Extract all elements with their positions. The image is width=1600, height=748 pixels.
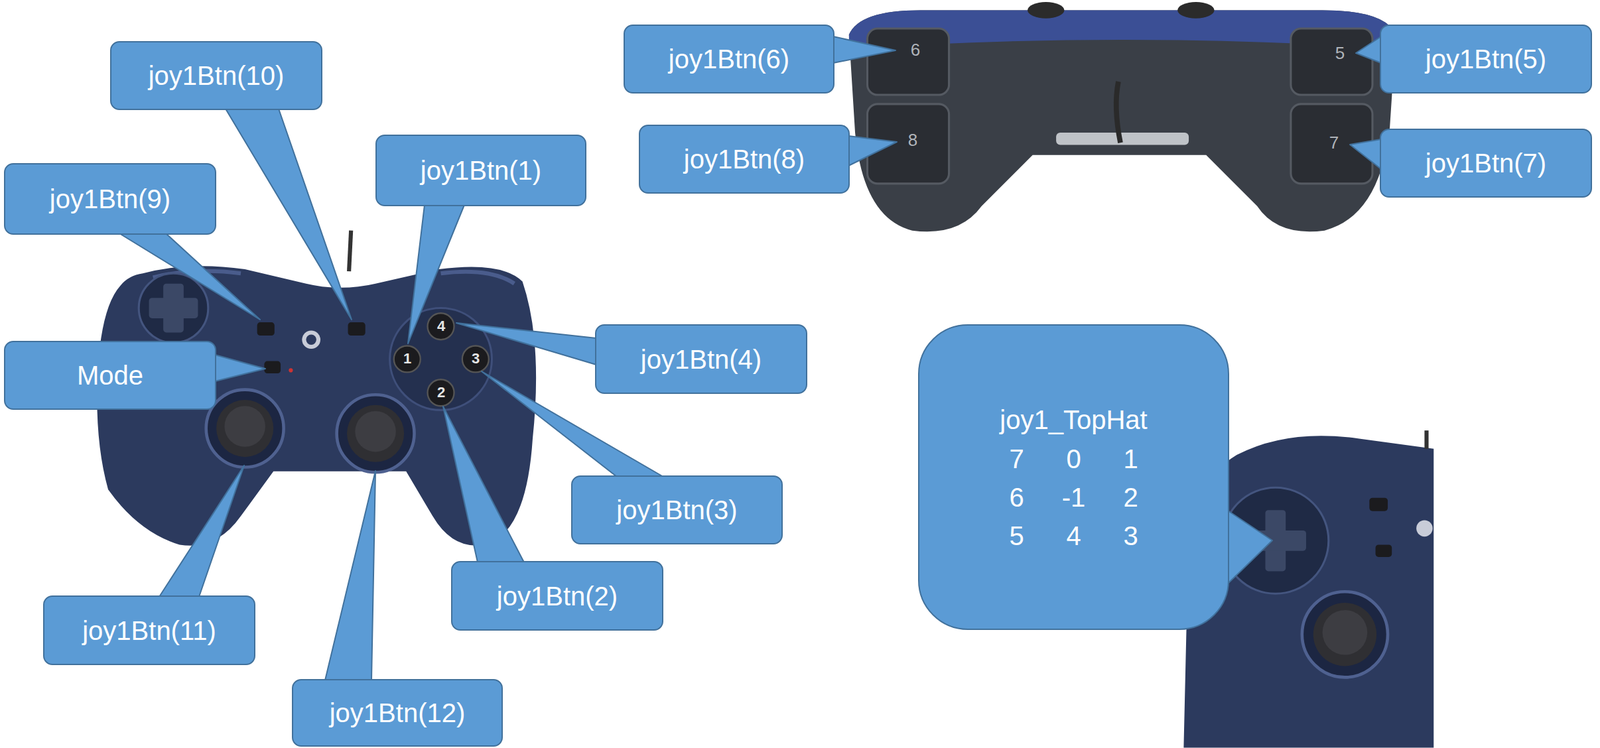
callout-content: joy1Btn(2): [496, 580, 618, 613]
callout-box: joy1Btn(11): [43, 595, 256, 666]
callout-box: joy1Btn(12): [291, 679, 503, 747]
direction-grid: 701 6-12 543: [988, 439, 1160, 556]
callout-content: joy1Btn(3): [616, 494, 737, 527]
direction-value: 4: [1045, 516, 1103, 556]
callout-content: joy1Btn(8): [683, 143, 805, 176]
tophat-callout: joy1_TopHat701 6-12 543: [918, 324, 1230, 631]
callout-text: joy1Btn(4): [640, 343, 762, 376]
callout-text: joy1Btn(5): [1425, 43, 1547, 75]
callout-text: joy1Btn(8): [683, 143, 805, 176]
trigger-number: 7: [1329, 133, 1339, 152]
callout-text: joy1Btn(9): [49, 183, 171, 215]
button-number: 1: [403, 351, 412, 367]
callout-content: joy1Btn(10): [148, 59, 285, 92]
direction-value: -1: [1045, 478, 1103, 517]
direction-value: 2: [1102, 478, 1160, 517]
callout-box: joy1Btn(5): [1379, 24, 1593, 94]
callout-tails: [119, 36, 1382, 681]
direction-value: 3: [1102, 516, 1160, 556]
callout-text: joy1Btn(1): [420, 154, 542, 187]
callout-box: joy1Btn(4): [595, 324, 808, 395]
callout-content: joy1Btn(4): [640, 343, 762, 376]
callout-content: joy1Btn(11): [82, 614, 217, 647]
callout-text: joy1Btn(2): [496, 580, 618, 613]
callout-content: joy1_TopHat701 6-12 543: [988, 403, 1160, 556]
callout-text: joy1Btn(6): [668, 43, 790, 75]
callout-content: joy1Btn(1): [420, 154, 542, 187]
callout-box: Mode: [3, 340, 217, 410]
callout-box: joy1Btn(8): [638, 124, 850, 194]
direction-value: 1: [1102, 439, 1160, 479]
trigger-number: 5: [1335, 44, 1345, 62]
callout-content: joy1Btn(12): [329, 697, 466, 730]
callout-box: joy1Btn(9): [3, 163, 217, 235]
callout-text: joy1Btn(10): [148, 59, 285, 92]
direction-value: 7: [988, 439, 1046, 479]
callout-box: joy1Btn(7): [1379, 128, 1593, 198]
trigger-number: 8: [908, 131, 918, 149]
callout-box: joy1Btn(10): [110, 41, 323, 111]
callout-text: Mode: [76, 359, 144, 392]
callout-text: joy1Btn(7): [1425, 147, 1547, 180]
callout-text: joy1Btn(11): [82, 614, 217, 647]
callout-text: joy1Btn(3): [616, 494, 737, 527]
button-number: 3: [471, 351, 480, 367]
callout-text: joy1Btn(12): [329, 697, 466, 730]
button-number: 4: [437, 319, 446, 334]
direction-value: 5: [988, 516, 1046, 556]
callout-content: joy1Btn(5): [1425, 43, 1547, 75]
button-number: 2: [437, 385, 446, 400]
callout-content: joy1Btn(9): [49, 183, 171, 215]
callout-box: joy1Btn(1): [375, 134, 587, 207]
callout-box: joy1Btn(2): [451, 561, 664, 631]
callout-content: joy1Btn(6): [668, 43, 790, 75]
callout-content: Mode: [76, 359, 144, 392]
direction-value: 0: [1045, 439, 1103, 479]
callout-content: joy1Btn(7): [1425, 147, 1547, 180]
callout-box: joy1Btn(6): [623, 24, 835, 94]
trigger-number: 6: [910, 41, 921, 59]
direction-value: 6: [988, 478, 1046, 517]
callout-box: joy1Btn(3): [571, 475, 783, 545]
callout-title: joy1_TopHat: [999, 403, 1147, 436]
